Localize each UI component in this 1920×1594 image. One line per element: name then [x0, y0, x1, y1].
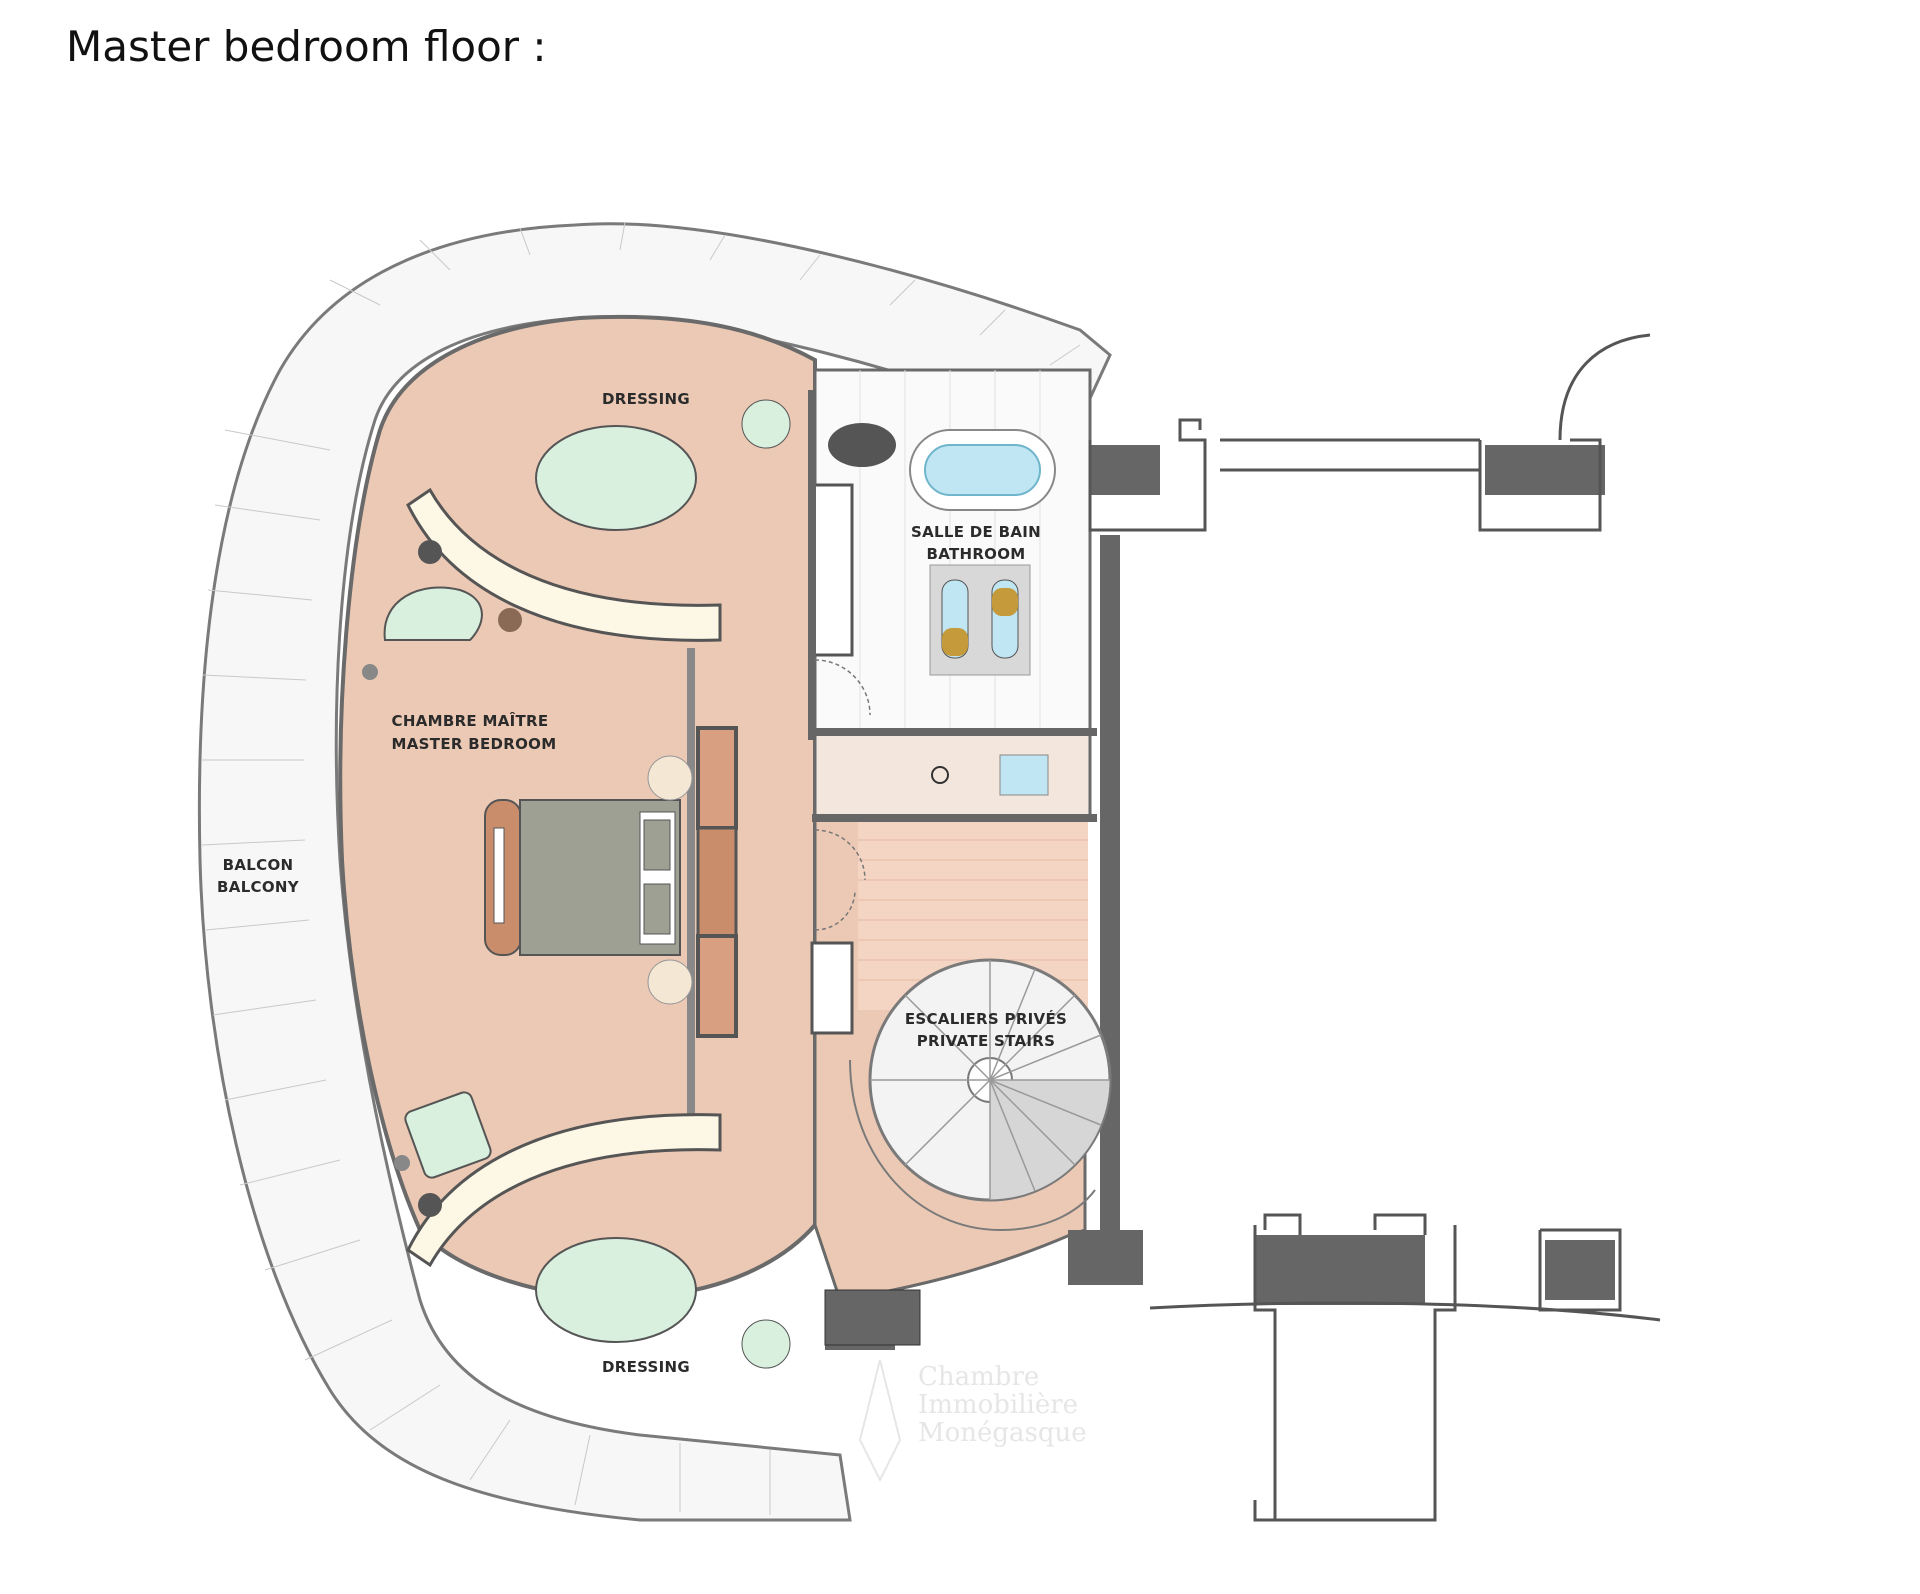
dressing-island-top: [535, 425, 697, 531]
side-table-top: [418, 540, 442, 564]
bed-light: [493, 827, 505, 924]
sink-gold-right: [992, 588, 1018, 616]
watermark-line3: Monégasque: [918, 1418, 1087, 1448]
pillow-2: [643, 883, 671, 935]
armchair-bottom: [404, 1091, 492, 1179]
dot-bottom: [394, 1155, 410, 1171]
doors: [814, 659, 871, 931]
label-balcony-fr: BALCON: [223, 856, 294, 874]
watermark-line2: Immobilière: [918, 1390, 1078, 1420]
stairs-outer-arc: [849, 1059, 1096, 1232]
dressing-island-bottom: [535, 1237, 697, 1343]
shower: [999, 754, 1049, 796]
label-balcony-en: BALCONY: [217, 878, 300, 896]
pouf-bottom: [741, 1319, 791, 1369]
label-dressing-top: DRESSING: [602, 390, 690, 408]
wardrobe-bottom: [406, 1113, 722, 1268]
balcony-outer: [197, 222, 1112, 1522]
cabinet-top: [696, 726, 738, 830]
pillow-1: [643, 819, 671, 871]
dot-top: [362, 664, 378, 680]
label-stairs-fr: ESCALIERS PRIVÉS: [905, 1009, 1067, 1028]
pouf-top: [741, 399, 791, 449]
cabinet-lower-right: [824, 1289, 921, 1346]
label-bath-en: BATHROOM: [926, 545, 1025, 563]
wall-horizontal-1: [812, 728, 1097, 736]
sink-gold-left: [942, 628, 968, 656]
wall-left-bath: [808, 390, 816, 740]
nightstand-lamp-bottom: [647, 959, 693, 1005]
side-table-bottom: [418, 1193, 442, 1217]
label-bath-fr: SALLE DE BAIN: [911, 523, 1041, 541]
balcony-hatch: [201, 221, 1081, 1515]
basin: [931, 766, 949, 784]
wardrobe-top: [406, 487, 722, 642]
column-outlines: [1088, 333, 1661, 1522]
partition-wall: [687, 648, 695, 1118]
plant-top: [498, 608, 522, 632]
wc-room: [813, 730, 1092, 822]
cabinet-mid: [696, 826, 738, 938]
label-dressing-bottom: DRESSING: [602, 1358, 690, 1376]
cabinet-bottom: [696, 934, 738, 1038]
toilet: [828, 423, 896, 467]
page-title: Master bedroom floor :: [66, 22, 547, 71]
bathtub-water: [924, 444, 1041, 496]
wall-horizontal-2: [812, 814, 1097, 822]
closet-bottom: [810, 941, 854, 1035]
watermark-line1: Chambre: [918, 1362, 1039, 1392]
wall-vertical-main: [1100, 535, 1120, 1245]
armchair-top: [383, 586, 483, 641]
label-master-en: MASTER BEDROOM: [392, 735, 557, 753]
label-stairs-en: PRIVATE STAIRS: [917, 1032, 1055, 1050]
nightstand-lamp-top: [647, 755, 693, 801]
watermark: Chambre Immobilière Monégasque: [858, 1359, 1087, 1483]
label-master-fr: CHAMBRE MAÎTRE: [392, 711, 549, 730]
closet-top: [810, 483, 854, 657]
